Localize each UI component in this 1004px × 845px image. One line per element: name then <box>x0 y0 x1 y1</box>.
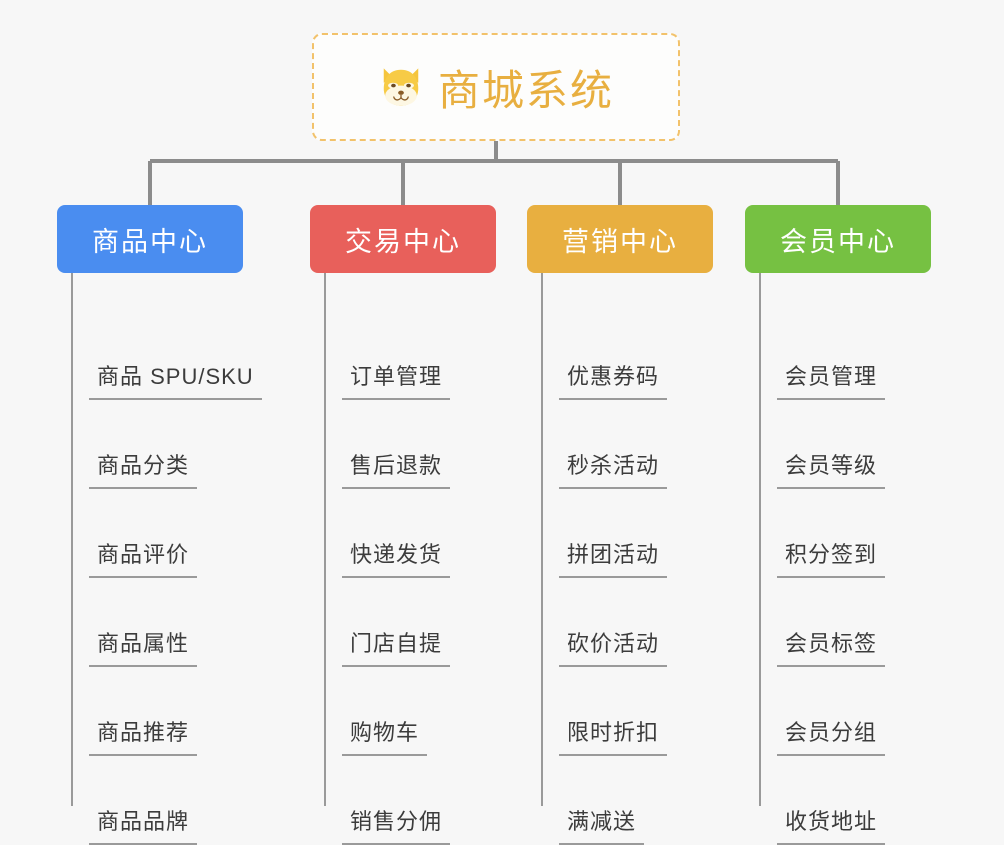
shiba-dog-icon <box>378 64 424 110</box>
leaf-item[interactable]: 优惠券码 <box>527 311 713 400</box>
branch-header-label: 营销中心 <box>562 226 678 257</box>
leaf-item[interactable]: 满减送 <box>527 756 713 845</box>
leaf-item[interactable]: 收货地址 <box>745 756 931 845</box>
leaf-item-label: 限时折扣 <box>559 715 668 756</box>
leaf-item[interactable]: 商品推荐 <box>57 667 243 756</box>
branch-header-3[interactable]: 会员中心 <box>745 205 931 273</box>
leaf-list-0: 商品 SPU/SKU 商品分类 商品评价 商品属性 商品推荐 商品品牌 <box>57 273 262 845</box>
leaf-item-label: 商品分类 <box>89 448 198 489</box>
leaf-item-label: 收货地址 <box>777 804 886 845</box>
leaf-item[interactable]: 会员分组 <box>745 667 931 756</box>
branch-column-0: 商品中心 商品 SPU/SKU 商品分类 商品评价 商品属性 商品推荐 商品品牌 <box>57 205 262 845</box>
leaf-item-label: 商品评价 <box>89 537 198 578</box>
leaf-item-label: 销售分佣 <box>342 804 451 845</box>
leaf-item[interactable]: 会员标签 <box>745 578 931 667</box>
leaf-item-label: 售后退款 <box>342 448 451 489</box>
leaf-item[interactable]: 商品属性 <box>57 578 243 667</box>
leaf-item-label: 快递发货 <box>342 537 451 578</box>
leaf-item[interactable]: 销售分佣 <box>310 756 496 845</box>
branch-header-label: 商品中心 <box>92 226 208 257</box>
branch-column-2: 营销中心 优惠券码 秒杀活动 拼团活动 砍价活动 限时折扣 满减送 <box>527 205 713 845</box>
branch-header-2[interactable]: 营销中心 <box>527 205 713 273</box>
leaf-item-label: 商品推荐 <box>89 715 198 756</box>
root-title: 商城系统 <box>437 66 614 114</box>
leaf-item[interactable]: 砍价活动 <box>527 578 713 667</box>
leaf-item-label: 会员管理 <box>777 359 886 400</box>
branch-header-1[interactable]: 交易中心 <box>310 205 496 273</box>
leaf-item[interactable]: 限时折扣 <box>527 667 713 756</box>
leaf-item[interactable]: 会员等级 <box>745 400 931 489</box>
leaf-item[interactable]: 购物车 <box>310 667 496 756</box>
leaf-item[interactable]: 商品 SPU/SKU <box>57 311 262 400</box>
leaf-item-label: 商品品牌 <box>89 804 198 845</box>
leaf-item-label: 会员标签 <box>777 626 886 667</box>
leaf-item-label: 会员分组 <box>777 715 886 756</box>
leaf-item[interactable]: 商品品牌 <box>57 756 243 845</box>
leaf-item-label: 商品属性 <box>89 626 198 667</box>
leaf-item-label: 订单管理 <box>342 359 451 400</box>
leaf-item-label: 秒杀活动 <box>559 448 668 489</box>
leaf-item-label: 商品 SPU/SKU <box>89 359 262 400</box>
branch-header-label: 会员中心 <box>780 226 896 257</box>
leaf-item[interactable]: 快递发货 <box>310 489 496 578</box>
leaf-item-label: 砍价活动 <box>559 626 668 667</box>
leaf-item[interactable]: 秒杀活动 <box>527 400 713 489</box>
leaf-item-label: 会员等级 <box>777 448 886 489</box>
leaf-item[interactable]: 积分签到 <box>745 489 931 578</box>
branch-column-1: 交易中心 订单管理 售后退款 快递发货 门店自提 购物车 销售分佣 <box>310 205 496 845</box>
leaf-item[interactable]: 门店自提 <box>310 578 496 667</box>
leaf-item[interactable]: 商品分类 <box>57 400 243 489</box>
branch-column-3: 会员中心 会员管理 会员等级 积分签到 会员标签 会员分组 收货地址 <box>745 205 931 845</box>
leaf-list-1: 订单管理 售后退款 快递发货 门店自提 购物车 销售分佣 <box>310 273 496 845</box>
leaf-item[interactable]: 拼团活动 <box>527 489 713 578</box>
leaf-list-3: 会员管理 会员等级 积分签到 会员标签 会员分组 收货地址 <box>745 273 931 845</box>
leaf-item-label: 购物车 <box>342 715 428 756</box>
leaf-item[interactable]: 商品评价 <box>57 489 243 578</box>
leaf-item[interactable]: 订单管理 <box>310 311 496 400</box>
leaf-list-2: 优惠券码 秒杀活动 拼团活动 砍价活动 限时折扣 满减送 <box>527 273 713 845</box>
leaf-item-label: 积分签到 <box>777 537 886 578</box>
leaf-item[interactable]: 售后退款 <box>310 400 496 489</box>
leaf-item[interactable]: 会员管理 <box>745 311 931 400</box>
leaf-item-label: 满减送 <box>559 804 645 845</box>
branch-header-0[interactable]: 商品中心 <box>57 205 243 273</box>
leaf-item-label: 拼团活动 <box>559 537 668 578</box>
leaf-item-label: 门店自提 <box>342 626 451 667</box>
branch-header-label: 交易中心 <box>345 226 461 257</box>
root-node[interactable]: 商城系统 <box>312 33 680 141</box>
leaf-item-label: 优惠券码 <box>559 359 668 400</box>
